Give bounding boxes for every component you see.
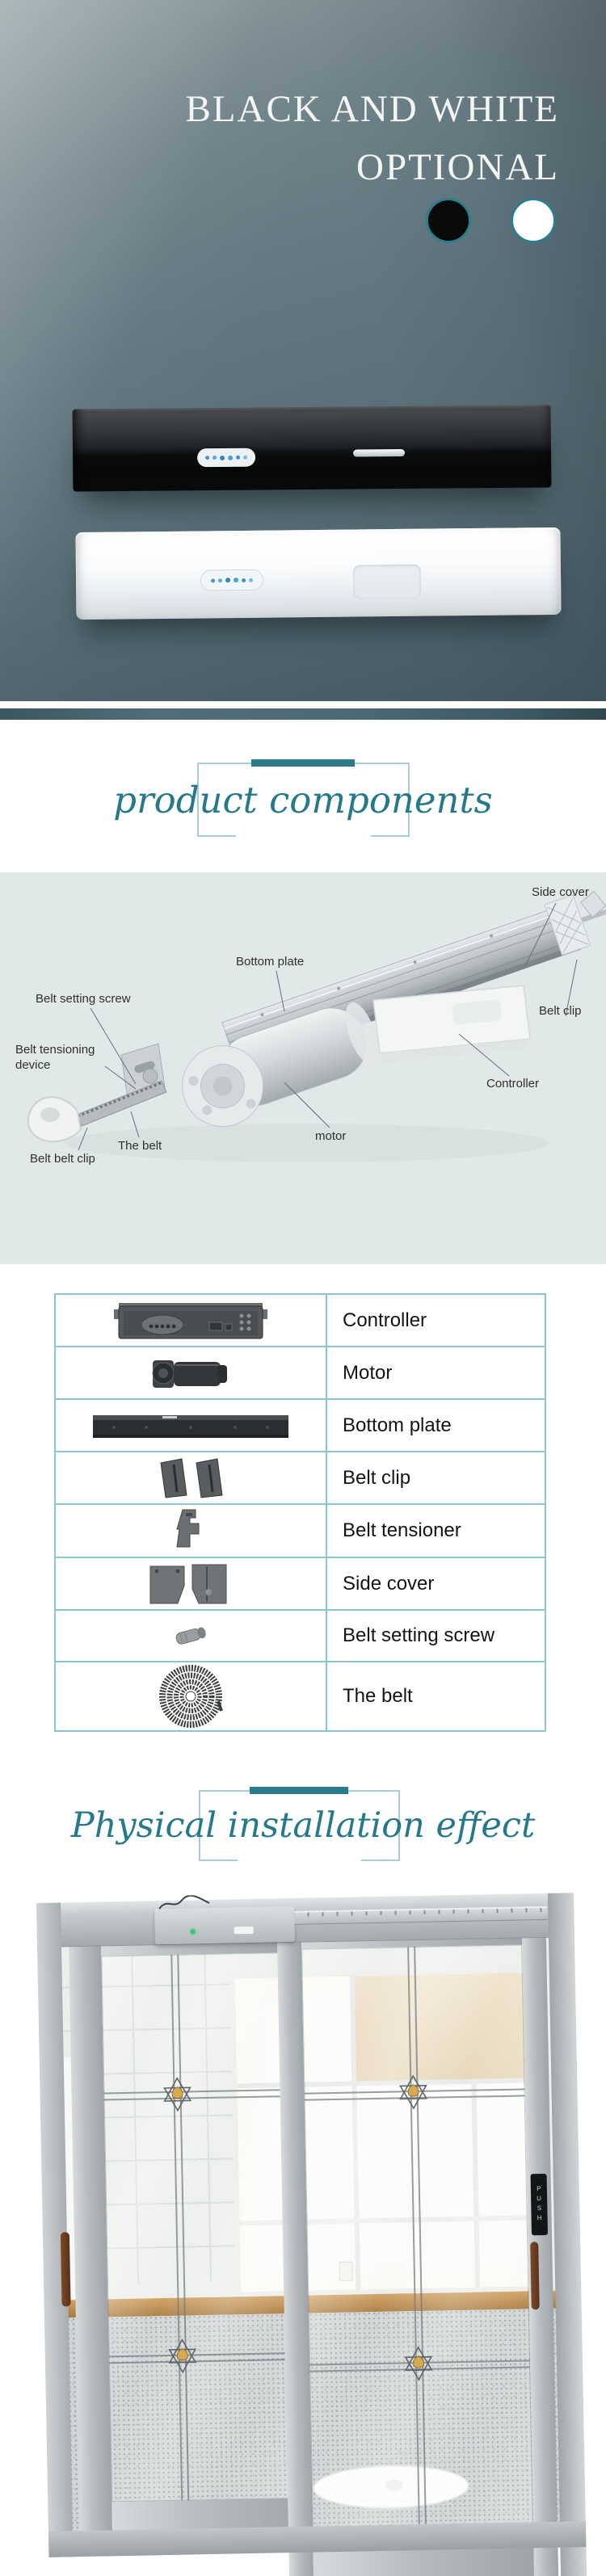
table-label: Controller [343, 1309, 427, 1331]
hero-title-line1: BLACK AND WHITE [185, 88, 559, 130]
indicator-dot-icon [213, 456, 217, 460]
label-belt-tensioning-device: Belt tensioning device [15, 1043, 95, 1072]
table-label: The belt [343, 1685, 413, 1707]
door-handle [530, 2242, 540, 2310]
table-row: The belt [56, 1661, 545, 1730]
indicator-dot-icon [205, 456, 210, 460]
sliding-door: PUSH [36, 1893, 587, 2576]
divider-teal-bar [0, 708, 606, 720]
label-motor: motor [315, 1129, 347, 1143]
motor-part [182, 1002, 378, 1128]
table-label: Motor [343, 1361, 393, 1384]
hero-title-line2: OPTIONAL [356, 146, 559, 188]
table-row: Bottom plate [56, 1398, 545, 1451]
controller-icon [114, 1302, 267, 1338]
push-label: PUSH [535, 2185, 544, 2225]
door-opener-unit [154, 1906, 295, 1945]
indicator-dot-icon [236, 455, 241, 460]
white-door-opener-image [75, 527, 562, 620]
table-label: Belt setting screw [343, 1624, 495, 1646]
exploded-diagram-section: Side cover Bottom plate Belt setting scr… [0, 872, 606, 1264]
glass-star-motif [399, 2074, 428, 2110]
table-row: Controller [56, 1293, 545, 1346]
glass-star-motif [168, 2339, 197, 2374]
label-belt-belt-clip: Belt belt clip [30, 1152, 95, 1166]
the-belt-icon [159, 1665, 223, 1728]
black-door-opener-image [72, 405, 552, 492]
heading-accent-bar [251, 759, 355, 767]
table-row: Belt clip [56, 1451, 545, 1503]
push-control-panel: PUSH [530, 2173, 549, 2236]
hero-section: BLACK AND WHITE OPTIONAL [0, 0, 606, 701]
exploded-product-illustration [27, 890, 606, 1162]
table-label: Belt tensioner [343, 1519, 461, 1541]
heading-bracket-decoration [199, 1787, 400, 1861]
components-section-title: product components [113, 778, 493, 822]
indicator-dot-icon [220, 455, 225, 460]
heading-bracket-decoration [197, 759, 410, 837]
control-panel-pill [200, 569, 264, 591]
indicator-dot-icon [218, 578, 223, 582]
right-glass [301, 1944, 534, 2552]
belt-clip-icon [160, 1457, 223, 1498]
indicator-dot-icon [228, 455, 234, 460]
label-belt-clip: Belt clip [539, 1004, 582, 1018]
indicator-dot-icon [234, 578, 239, 583]
label-side-cover: Side cover [532, 885, 589, 899]
motor-icon [152, 1359, 227, 1388]
table-label: Belt clip [343, 1466, 411, 1489]
heading-accent-bar [250, 1787, 348, 1794]
power-cable [158, 1894, 210, 1910]
installation-section-title: Physical installation effect [70, 1805, 536, 1846]
indicator-dot-icon [211, 578, 216, 582]
side-cover-icon [149, 1564, 227, 1603]
opener-badge [234, 1926, 254, 1935]
black-color-swatch [426, 198, 471, 243]
label-bottom-plate: Bottom plate [236, 955, 305, 969]
label-controller: Controller [486, 1077, 540, 1090]
table-label: Side cover [343, 1572, 435, 1595]
frame-handle [60, 2232, 71, 2307]
glass-star-motif [163, 2077, 192, 2112]
installation-photo: PUSH [0, 1889, 606, 2576]
white-color-swatch [511, 198, 556, 243]
divider-white-line [0, 701, 606, 708]
table-row: Side cover [56, 1557, 545, 1609]
status-led-icon [190, 1929, 196, 1935]
label-belt-setting-screw: Belt setting screw [36, 992, 131, 1006]
right-door-panel: PUSH [276, 1924, 559, 2576]
controller-part [372, 985, 531, 1063]
indicator-dot-icon [243, 455, 248, 460]
table-row: Belt setting screw [56, 1609, 545, 1661]
bottom-plate-icon [93, 1414, 288, 1438]
belt-setting-screw-icon [175, 1627, 206, 1645]
label-the-belt: The belt [118, 1139, 162, 1153]
sensor-recess [352, 564, 422, 599]
indicator-dot-icon [225, 578, 231, 583]
sensor-slot [353, 448, 406, 457]
glass-star-motif [404, 2346, 433, 2381]
control-panel-pill [196, 448, 256, 468]
components-table: Controller Motor [54, 1293, 546, 1732]
left-door-panel [68, 1932, 313, 2540]
left-glass [101, 1952, 312, 2502]
belt-tensioner-icon [176, 1509, 200, 1548]
table-row: Motor [56, 1346, 545, 1398]
belt-clip-part [27, 1096, 82, 1143]
table-label: Bottom plate [343, 1414, 452, 1436]
table-row: Belt tensioner [56, 1503, 545, 1557]
indicator-dot-icon [242, 578, 246, 582]
indicator-dot-icon [249, 578, 254, 582]
